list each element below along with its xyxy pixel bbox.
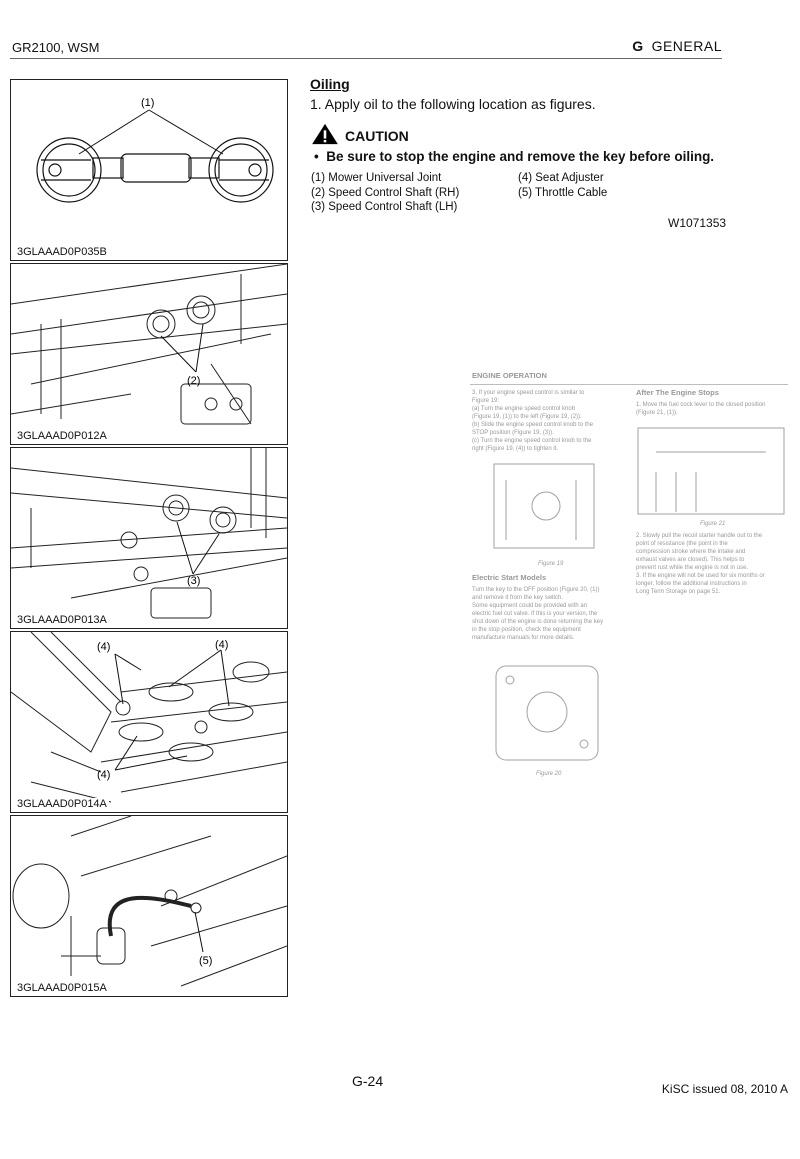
overlay-line: Figure 19: xyxy=(472,398,500,404)
caution-text: Be sure to stop the engine and remove th… xyxy=(326,149,715,164)
overlay-fig20-caption: Figure 20 xyxy=(536,771,562,777)
callout-1: (1) xyxy=(141,97,154,109)
caution-bullet: • Be sure to stop the engine and remove … xyxy=(314,149,715,164)
overlay-col1b: Turn the key to the OFF position (Figure… xyxy=(472,586,622,642)
overlay-line: longer, follow the additional instructio… xyxy=(636,581,747,587)
overlay-line: (c) Turn the engine speed control knob t… xyxy=(472,438,592,444)
speed-control-rh-drawing: (2) xyxy=(11,264,287,425)
figure-universal-joint: (1) 3GLAAAD0P035B xyxy=(10,79,288,261)
callout-4b: (4) xyxy=(215,639,228,651)
legend-item: (4) Seat Adjuster xyxy=(518,172,604,184)
figure-seat-adjuster: (4) (4) (4) 3GLAAAD0P014A xyxy=(10,631,288,813)
overlay-line: in the stop position, check the equipmen… xyxy=(472,627,581,633)
figure-speed-control-rh: (2) 3GLAAAD0P012A xyxy=(10,263,288,445)
legend-item: (2) Speed Control Shaft (RH) xyxy=(311,186,460,199)
page-number: G-24 xyxy=(352,1073,384,1089)
overlay-subtitle: Electric Start Models xyxy=(472,573,547,582)
figure-code: 3GLAAAD0P012A xyxy=(15,430,109,442)
header-rule xyxy=(10,58,722,59)
overlay-figure-21 xyxy=(637,427,785,515)
overlay-line: 3. If the engine will not be used for si… xyxy=(636,573,765,579)
overlay-line: (b) Slide the engine speed control knob … xyxy=(472,422,594,428)
overlay-line: compression stroke where the intake and xyxy=(636,549,746,555)
speed-control-lh-drawing: (3) xyxy=(11,448,287,619)
figure-speed-control-lh: (3) 3GLAAAD0P013A xyxy=(10,447,288,629)
figure-code: 3GLAAAD0P035B xyxy=(15,246,109,258)
callout-2: (2) xyxy=(187,375,200,387)
universal-joint-drawing: (1) xyxy=(36,97,274,203)
caution-label: CAUTION xyxy=(345,128,409,144)
instruction-step: 1. Apply oil to the following location a… xyxy=(310,96,596,112)
warning-icon xyxy=(312,123,338,145)
overlay-fig19-caption: Figure 19 xyxy=(538,561,564,567)
section-header: G GENERAL xyxy=(632,38,722,54)
overlay-line: electric fuel cut valve. If this is your… xyxy=(472,611,598,617)
overlay-line: Long Term Storage on page 51. xyxy=(636,589,721,595)
overlay-col2-title: After The Engine Stops xyxy=(636,388,719,397)
overlay-line: prevent rust while the engine is not in … xyxy=(636,565,749,571)
overlay-line: (Figure 21, (1)). xyxy=(636,410,678,416)
section-letter: G xyxy=(632,38,644,54)
overlay-title: ENGINE OPERATION xyxy=(472,371,547,380)
seat-adjuster-drawing: (4) (4) (4) xyxy=(11,632,287,803)
overlay-col1: 3. If your engine speed control is simil… xyxy=(472,389,622,453)
callout-3: (3) xyxy=(187,575,200,587)
throttle-cable-drawing: (5) xyxy=(12,816,287,987)
overlay-line: STOP position (Figure 19, (3)). xyxy=(472,430,554,436)
figure-code: 3GLAAAD0P013A xyxy=(15,614,109,626)
overlay-figure-19 xyxy=(493,463,595,549)
overlay-line: (a) Turn the engine speed control knob xyxy=(472,406,576,412)
overlay-line: Some equipment could be provided with an xyxy=(472,603,588,609)
manual-title: GR2100, WSM xyxy=(12,40,100,55)
overlay-line: and remove it from the key switch. xyxy=(472,595,564,601)
figure-throttle-cable: (5) 3GLAAAD0P015A xyxy=(10,815,288,997)
section-title: Oiling xyxy=(310,76,350,92)
legend-item: (1) Mower Universal Joint xyxy=(311,172,442,184)
overlay-line: 1. Move the fuel cock lever to the close… xyxy=(636,402,766,408)
overlay-line: Turn the key to the OFF position (Figure… xyxy=(472,587,600,593)
overlay-figure-20 xyxy=(495,665,599,761)
legend-right: (4) Seat Adjuster (5) Throttle Cable xyxy=(518,171,607,200)
overlay-line: manufacture manuals for more details. xyxy=(472,635,575,641)
legend-item: (3) Speed Control Shaft (LH) xyxy=(311,201,458,213)
overlay-page: ENGINE OPERATION 3. If your engine speed… xyxy=(468,364,788,794)
overlay-line: (Figure 19, (1)) to the left (Figure 19,… xyxy=(472,414,582,420)
overlay-fig21-caption: Figure 21 xyxy=(700,521,726,527)
section-name: GENERAL xyxy=(651,38,722,54)
callout-4a: (4) xyxy=(97,641,110,653)
legend-item: (5) Throttle Cable xyxy=(518,186,608,199)
issue-info: KiSC issued 08, 2010 A xyxy=(661,1082,788,1096)
figure-code: 3GLAAAD0P014A xyxy=(15,798,109,810)
overlay-line: point of resistance (the point in the xyxy=(636,541,728,547)
callout-5: (5) xyxy=(199,955,212,967)
overlay-col2: 1. Move the fuel cock lever to the close… xyxy=(636,401,786,417)
overlay-line: exhaust valves are closed). This helps t… xyxy=(636,557,745,563)
figure-code: 3GLAAAD0P015A xyxy=(15,982,109,994)
callout-4c: (4) xyxy=(97,769,110,781)
overlay-line: shut down of the engine is done returnin… xyxy=(472,619,604,625)
overlay-line: 2. Slowly pull the recoil starter handle… xyxy=(636,533,763,539)
overlay-line: 3. If your engine speed control is simil… xyxy=(472,390,585,396)
reference-code: W1071353 xyxy=(668,216,727,230)
overlay-line: right (Figure 19, (4)) to tighten it. xyxy=(472,446,559,452)
overlay-col2b: 2. Slowly pull the recoil starter handle… xyxy=(636,532,786,596)
legend-left: (1) Mower Universal Joint (2) Speed Cont… xyxy=(311,171,459,215)
overlay-rule xyxy=(470,384,788,385)
